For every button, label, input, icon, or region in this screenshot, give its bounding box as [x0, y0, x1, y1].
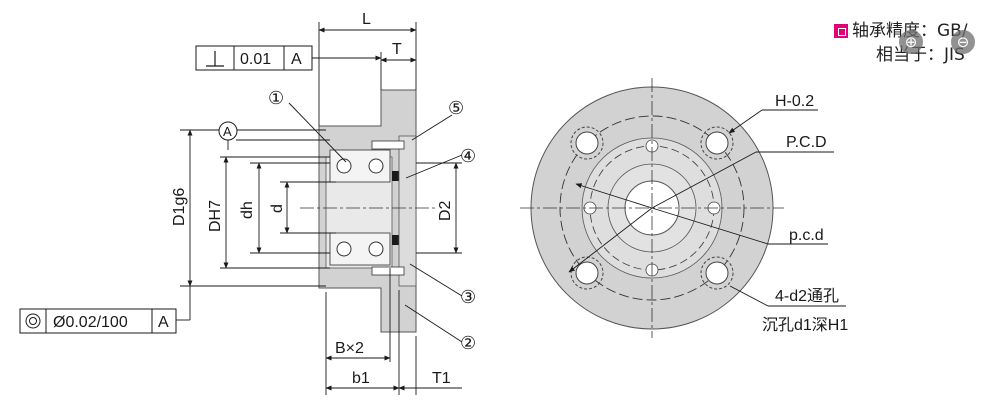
balloon-5: ⑤: [448, 98, 464, 118]
balloon-4: ④: [460, 146, 476, 166]
dim-pcd: p.c.d: [789, 227, 824, 244]
ball-icon: [336, 158, 352, 174]
note-line-2: 相当于：JIS: [876, 45, 965, 65]
side-dimensions: [176, 22, 463, 395]
balloon-2: ②: [460, 333, 476, 353]
balloon-3: ③: [460, 287, 476, 307]
dim-H-label: H-0.2: [775, 93, 814, 110]
dim-b1: b1: [352, 370, 370, 387]
dim-PCD: P.C.D: [786, 134, 827, 151]
perpendicularity-frame: 0.01 A: [195, 45, 313, 71]
dim-Bx2: B×2: [335, 340, 364, 357]
dim-DH7: DH7: [207, 200, 224, 232]
mounting-hole-icon: [570, 126, 734, 290]
dim-L: L: [362, 11, 371, 28]
note-bullet-icon: [834, 24, 848, 38]
dim-H: H-0.2: [775, 93, 814, 110]
coaxiality-icon: [25, 313, 41, 329]
perp-datum: A: [291, 51, 302, 68]
side-view: [300, 89, 435, 333]
dim-T1: T1: [432, 370, 451, 387]
balloon-1: ①: [268, 88, 284, 108]
screw-hole-icon: [583, 139, 721, 277]
ball-icon: [336, 241, 352, 257]
cover-plate: [398, 135, 417, 287]
coaxiality-frame: Ø0.02/100 A: [19, 308, 177, 334]
coax-datum: A: [158, 314, 169, 331]
coax-value: Ø0.02/100: [53, 314, 128, 331]
datum-a-label: A: [223, 124, 232, 139]
zoom-out-icon[interactable]: ⊖: [951, 30, 975, 54]
screw-icon: [371, 266, 405, 276]
dim-dh: dh: [239, 201, 256, 219]
datum-a-marker: [218, 121, 238, 141]
zoom-in-icon[interactable]: ⊕: [899, 30, 923, 54]
perp-value: 0.01: [240, 51, 271, 68]
front-leaders: [568, 109, 846, 307]
dim-D1g6: D1g6: [171, 188, 188, 226]
dim-holes: 4-d2通孔: [775, 287, 839, 305]
dim-counterbore: 沉孔d1深H1: [762, 316, 848, 334]
screw-icon: [371, 140, 405, 150]
ball-icon: [368, 158, 384, 174]
dim-d: d: [269, 204, 286, 213]
dim-D2: D2: [437, 200, 454, 221]
dim-T: T: [392, 41, 402, 58]
ball-icon: [368, 241, 384, 257]
